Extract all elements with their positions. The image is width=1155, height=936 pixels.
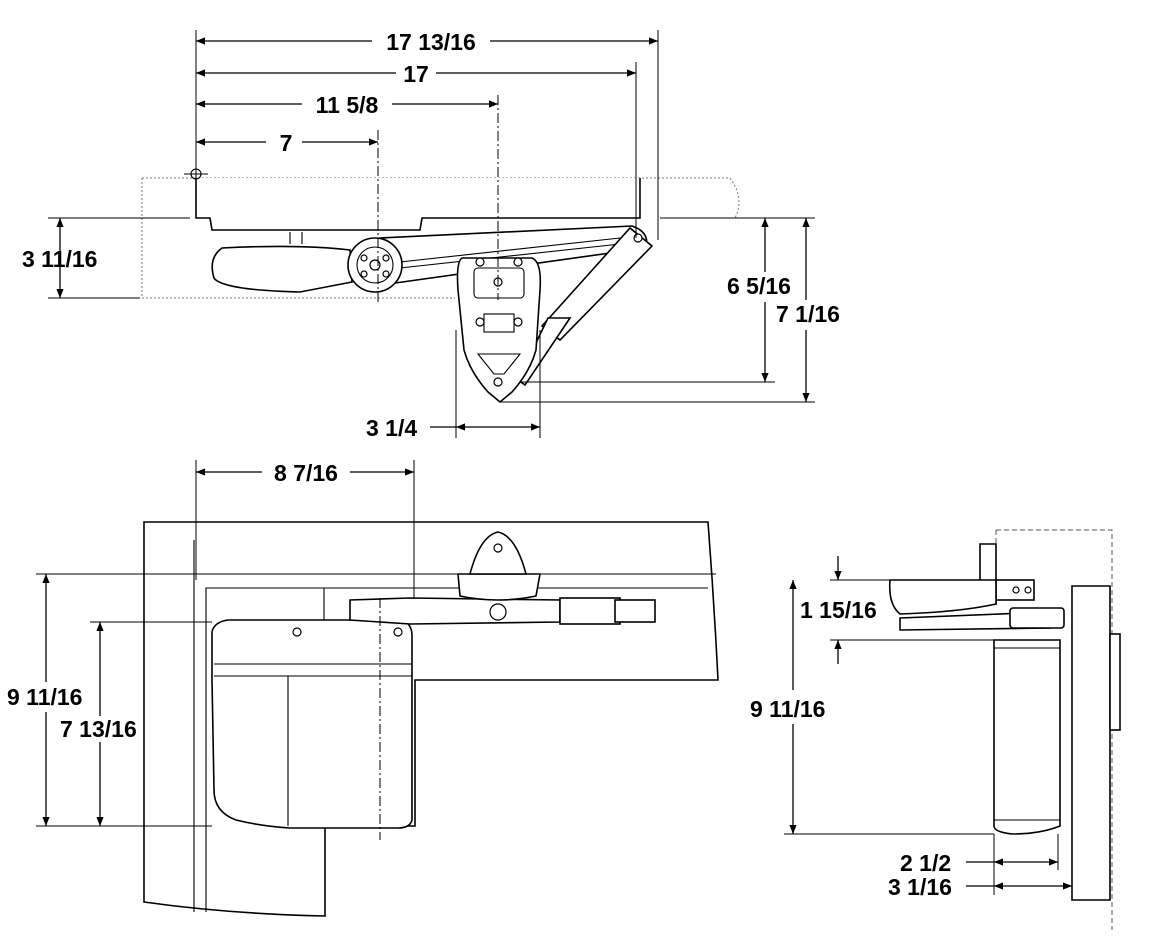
dim-pivot-length: 17 bbox=[403, 61, 429, 87]
screw-hole-icon bbox=[513, 257, 523, 267]
dim-arm-drop-2: 7 1/16 bbox=[776, 301, 840, 327]
dim-front-body-height: 7 13/16 bbox=[60, 716, 137, 742]
front-arm bbox=[349, 597, 561, 625]
dim-front-spindle-offset: 8 7/16 bbox=[274, 460, 338, 486]
side-view: 1 15/16 9 11/16 2 1/2 3 1/16 bbox=[750, 529, 1121, 930]
top-view: 17 13/16 17 11 5/8 7 3 11/16 6 5/16 7 1/… bbox=[22, 29, 840, 441]
screw-hole-icon bbox=[475, 257, 485, 267]
dim-height: 3 11/16 bbox=[22, 246, 97, 272]
frame-stop bbox=[1071, 585, 1111, 901]
dim-spindle-offset: 7 bbox=[280, 130, 293, 156]
dim-side-arm-offset: 1 15/16 bbox=[800, 597, 877, 623]
front-view: 8 7/16 9 11/16 7 13/16 bbox=[7, 460, 719, 917]
mounting-plate bbox=[195, 178, 641, 231]
dim-side-overall-depth: 3 1/16 bbox=[888, 874, 952, 900]
dim-arm-drop-1: 6 5/16 bbox=[727, 273, 791, 299]
side-body bbox=[993, 639, 1061, 835]
forearm bbox=[540, 226, 654, 342]
dim-bracket-width: 3 1/4 bbox=[366, 415, 417, 441]
pivot-icon bbox=[633, 233, 643, 243]
dim-side-body-depth: 2 1/2 bbox=[900, 850, 951, 876]
dim-side-overall-height: 9 11/16 bbox=[750, 696, 825, 722]
dim-overall-length: 17 13/16 bbox=[386, 29, 476, 55]
screw-hole-icon bbox=[493, 543, 503, 553]
front-bracket bbox=[457, 573, 541, 601]
side-arm bbox=[888, 579, 997, 615]
screw-hole-icon bbox=[513, 317, 523, 327]
dim-front-overall-height: 9 11/16 bbox=[7, 684, 82, 710]
closer-body-front bbox=[211, 619, 413, 829]
dim-mid-length: 11 5/8 bbox=[316, 92, 379, 118]
screw-hole-icon bbox=[393, 627, 403, 637]
closer-body-top bbox=[211, 245, 353, 293]
screw-hole-icon bbox=[493, 377, 503, 387]
screw-hole-icon bbox=[292, 627, 302, 637]
parallel-bracket bbox=[456, 257, 542, 404]
screw-hole-icon bbox=[475, 317, 485, 327]
